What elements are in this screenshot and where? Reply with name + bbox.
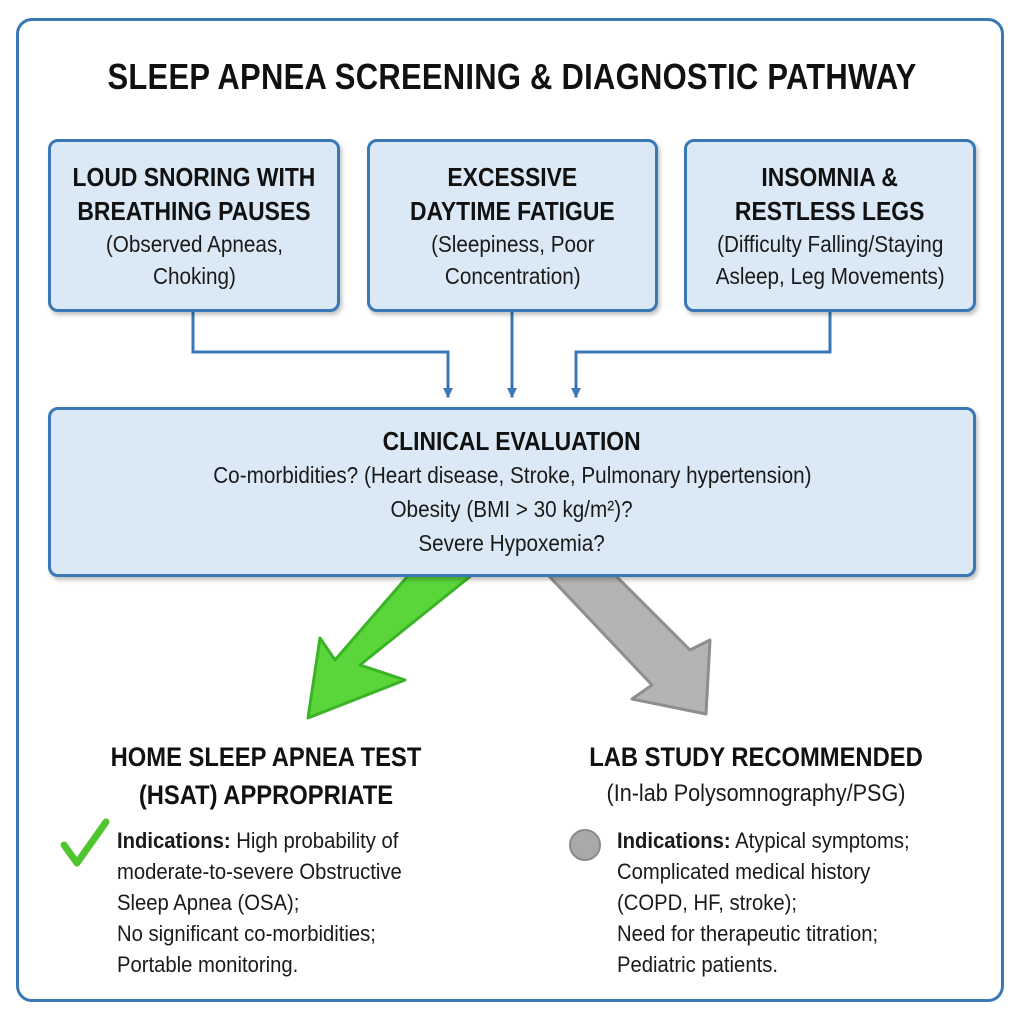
home-indications: Indications: High probability of moderat…	[117, 828, 402, 977]
connector-right-arrow	[571, 310, 832, 398]
symptom-box-snoring: LOUD SNORING WITH BREATHING PAUSES (Obse…	[48, 139, 340, 312]
page-title: SLEEP APNEA SCREENING & DIAGNOSTIC PATHW…	[107, 56, 917, 97]
lab-indications: Indications: Atypical symptoms; Complica…	[617, 828, 910, 977]
lab-outcome-title: LAB STUDY RECOMMENDED	[589, 742, 923, 772]
connector-left-arrow	[191, 310, 453, 398]
green-arrow	[306, 568, 474, 720]
indications-label: Indications:	[617, 828, 731, 853]
symptom-box-insomnia: INSOMNIA & RESTLESS LEGS (Difficulty Fal…	[684, 139, 976, 312]
clinical-evaluation-box: CLINICAL EVALUATION Co-morbidities? (Hea…	[48, 407, 976, 577]
checkmark-icon	[60, 818, 110, 867]
circle-icon	[569, 829, 601, 861]
evaluation-title: CLINICAL EVALUATION	[382, 426, 642, 456]
symptom-description: (Sleepiness, Poor Concentration)	[430, 230, 595, 289]
evaluation-line: Co-morbidities? (Heart disease, Stroke, …	[212, 462, 812, 488]
symptom-description: (Observed Apneas, Choking)	[105, 230, 283, 289]
gray-arrow	[546, 568, 712, 716]
symptom-title: INSOMNIA & RESTLESS LEGS	[735, 161, 925, 226]
lab-outcome-subtitle: (In-lab Polysomnography/PSG)	[606, 780, 906, 807]
home-outcome-title: HOME SLEEP APNEA TEST (HSAT) APPROPRIATE	[110, 742, 422, 810]
symptom-box-fatigue: EXCESSIVE DAYTIME FATIGUE (Sleepiness, P…	[367, 139, 658, 312]
symptom-description: (Difficulty Falling/Staying Asleep, Leg …	[715, 230, 945, 289]
symptom-title: LOUD SNORING WITH BREATHING PAUSES	[72, 161, 316, 226]
evaluation-line: Obesity (BMI > 30 kg/m²)?	[390, 496, 634, 522]
evaluation-line: Severe Hypoxemia?	[418, 530, 606, 556]
indications-label: Indications:	[117, 828, 231, 853]
symptom-title: EXCESSIVE DAYTIME FATIGUE	[410, 161, 615, 226]
